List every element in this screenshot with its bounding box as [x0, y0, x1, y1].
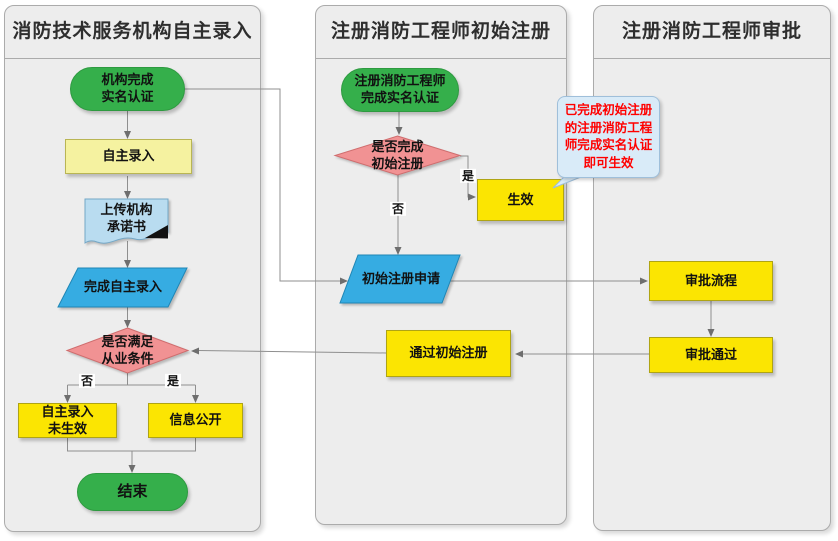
complete-self-entry-shape — [57, 267, 188, 308]
arrow-icon — [124, 260, 131, 268]
arrow-icon — [707, 329, 715, 337]
arrow-icon — [395, 127, 403, 135]
node-effective: 生效 — [477, 179, 564, 221]
node-approval-passed: 审批通过 — [649, 337, 773, 373]
node-self-entry: 自主录入 — [65, 139, 192, 174]
arrow-icon — [468, 193, 476, 201]
arrow-icon — [394, 247, 402, 255]
node-org-realname: 机构完成 实名认证 — [70, 67, 185, 111]
node-pass-initial-registration: 通过初始注册 — [386, 330, 511, 377]
arrow-icon — [340, 277, 348, 285]
node-info-public: 信息公开 — [148, 403, 243, 438]
edge-label-yes-initial-registration: 是 — [459, 168, 477, 184]
edge-label-no-condition: 否 — [78, 373, 96, 389]
arrow-icon — [124, 320, 131, 328]
node-end: 结束 — [77, 473, 188, 511]
arrow-icon — [192, 395, 199, 403]
arrow-icon — [640, 277, 648, 285]
arrow-icon — [124, 191, 131, 199]
initial-registration-decision-shape — [333, 135, 462, 176]
meet-practice-condition-decision-shape — [65, 327, 190, 374]
arrow-icon — [124, 131, 131, 139]
arrow-icon — [64, 395, 71, 403]
edge-org-start-to-initial-apply — [185, 88, 341, 282]
edge-pass-initial-to-condition — [197, 350, 387, 354]
lane-title-engineer-approval: 注册消防工程师审批 — [594, 6, 830, 59]
edge-merge-to-end — [67, 438, 196, 466]
edge-decision-branches — [67, 373, 196, 396]
arrow-icon — [128, 465, 136, 473]
lane-engineer-approval: 注册消防工程师审批 — [593, 5, 831, 531]
node-self-entry-not-effective: 自主录入 未生效 — [18, 403, 117, 438]
arrow-icon — [191, 347, 199, 355]
document-fold-icon — [145, 225, 168, 239]
lane-title-engineer-initial-registration: 注册消防工程师初始注册 — [316, 6, 566, 59]
lane-title-agency-self-entry: 消防技术服务机构自主录入 — [5, 6, 260, 59]
initial-registration-apply-shape — [339, 254, 461, 304]
edge-label-no-initial-registration: 否 — [389, 201, 407, 217]
edge-label-yes-condition: 是 — [164, 373, 182, 389]
callout-note: 已完成初始注册 的注册消防工程 师完成实名认证 即可生效 — [557, 96, 660, 178]
node-approval-process: 审批流程 — [649, 261, 773, 301]
arrow-icon — [515, 350, 523, 358]
node-engineer-realname: 注册消防工程师 完成实名认证 — [341, 68, 459, 112]
